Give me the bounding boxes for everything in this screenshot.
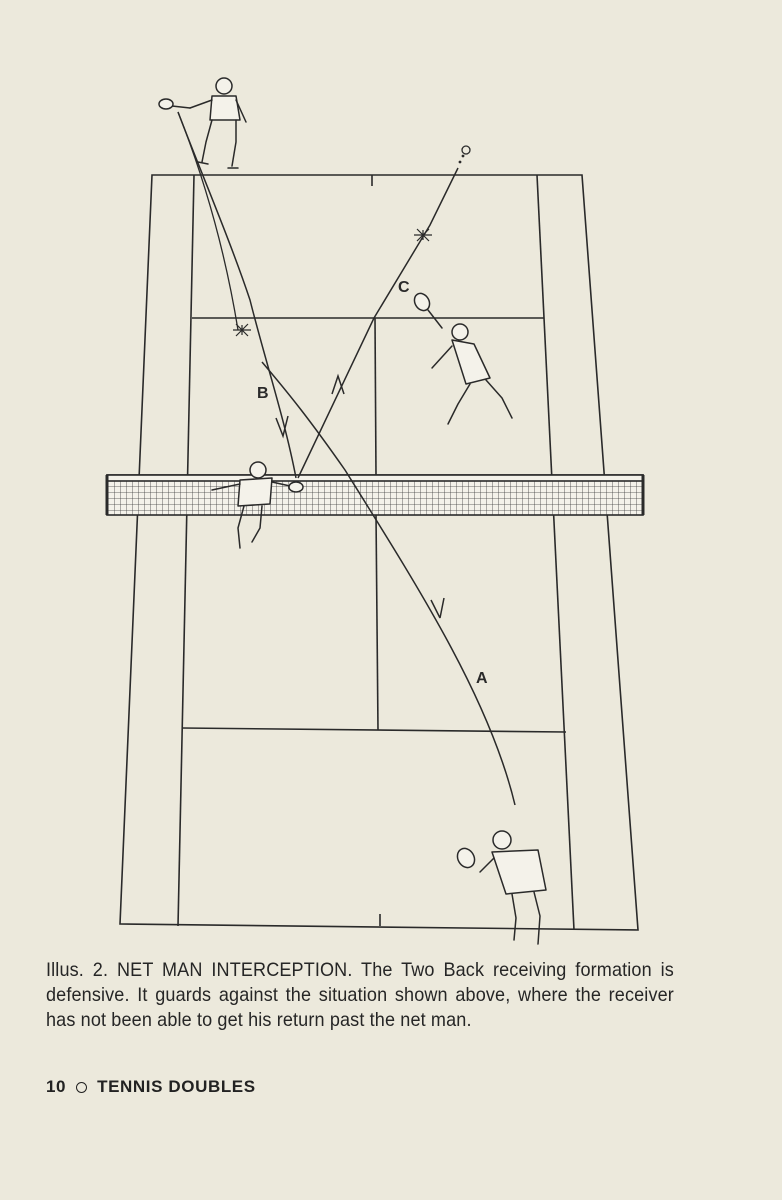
section-title: TENNIS DOUBLES — [97, 1077, 256, 1096]
ball-icon — [461, 145, 471, 155]
net-man-figure — [211, 461, 304, 549]
impact-burst-icon — [233, 228, 432, 337]
shot-label-c: C — [398, 279, 410, 296]
far-center-service-line — [374, 317, 377, 477]
shot-label-a: A — [476, 670, 488, 687]
server-player-figure — [158, 77, 247, 169]
page-footer: 10 TENNIS DOUBLES — [46, 1077, 256, 1097]
left-singles-sideline — [177, 174, 195, 927]
ball-trail — [458, 154, 465, 164]
right-singles-sideline — [536, 174, 575, 931]
caption-body: The Two Back receiving formation is defe… — [46, 960, 674, 1031]
circle-separator-icon — [76, 1081, 88, 1093]
figure-caption: Illus. 2. NET MAN INTERCEPTION. The Two … — [46, 958, 674, 1033]
receiver-figure — [456, 830, 547, 945]
shot-path-b-alt — [177, 111, 239, 331]
caption-title: Illus. 2. NET MAN INTERCEPTION. — [46, 960, 353, 981]
near-service-line — [181, 727, 567, 733]
shot-path-b — [177, 111, 297, 479]
court-diagram: A B C — [105, 77, 645, 945]
shot-path-c — [297, 167, 459, 479]
shot-path-a — [261, 361, 516, 806]
court-boundary — [119, 174, 639, 931]
net — [105, 474, 645, 516]
shot-a-arrow — [430, 597, 445, 619]
shot-label-b: B — [257, 385, 269, 402]
shot-b-arrow — [275, 415, 289, 439]
far-volleyer-figure — [413, 292, 513, 425]
court-lines — [119, 174, 639, 931]
page-number: 10 — [46, 1077, 67, 1096]
near-center-service-line — [375, 513, 379, 731]
shot-c-arrow — [331, 373, 345, 395]
